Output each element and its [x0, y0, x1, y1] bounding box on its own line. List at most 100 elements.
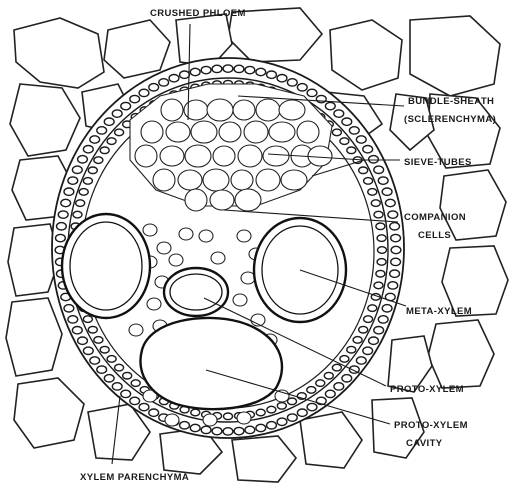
sclerenchyma-cell	[76, 200, 85, 207]
sclerenchyma-cell	[107, 356, 116, 363]
sclerenchyma-cell	[382, 188, 392, 195]
sclerenchyma-cell	[97, 127, 107, 134]
parenchyma-cell	[104, 20, 170, 78]
sclerenchyma-cell	[180, 422, 190, 429]
sclerenchyma-cell	[191, 409, 200, 416]
parenchyma-cell	[300, 412, 362, 468]
sclerenchyma-cell	[363, 347, 373, 354]
sclerenchyma-cell	[369, 337, 379, 344]
sclerenchyma-cell	[371, 200, 380, 207]
label-proto-xylem: PROTO-XYLEM	[390, 384, 464, 395]
parenchyma-cell	[330, 20, 402, 90]
sclerenchyma-cell	[180, 71, 190, 78]
sieve-tube-cell	[178, 170, 202, 190]
sclerenchyma-cell	[256, 68, 266, 75]
parenchyma-cell	[428, 320, 494, 388]
sclerenchyma-cell	[97, 366, 107, 373]
sclerenchyma-cell	[121, 390, 131, 397]
sieve-tube-cell	[238, 145, 262, 167]
sclerenchyma-cell	[287, 79, 297, 86]
label-proto-xylem-cavity-line1: PROTO-XYLEM	[394, 420, 468, 431]
xylem-parenchyma-cell	[169, 254, 183, 266]
sieve-tube-cell	[256, 169, 280, 191]
sclerenchyma-cell	[130, 95, 140, 102]
sieve-tube-cell	[256, 99, 280, 121]
sieve-tube-cell	[160, 146, 184, 166]
xylem-parenchyma-cell	[237, 412, 251, 424]
sclerenchyma-cell	[83, 347, 93, 354]
sclerenchyma-cell	[245, 426, 255, 433]
parenchyma-cell	[232, 436, 296, 482]
sclerenchyma-cell	[340, 138, 349, 145]
sclerenchyma-cell	[391, 258, 401, 265]
sclerenchyma-cell	[324, 372, 333, 379]
sieve-tube-cell	[244, 121, 268, 143]
sclerenchyma-cell	[94, 337, 103, 344]
xylem-parenchyma-cell	[203, 414, 217, 426]
xylem-parenchyma-cell	[237, 230, 251, 242]
sclerenchyma-cell	[159, 79, 169, 86]
sieve-tube-cell	[235, 189, 261, 211]
sieve-tube-cell	[308, 146, 332, 166]
sclerenchyma-cell	[267, 406, 276, 413]
sclerenchyma-cell	[90, 136, 100, 143]
xylem-parenchyma-cell	[157, 242, 171, 254]
sclerenchyma-cell	[307, 403, 317, 410]
sclerenchyma-cell	[224, 413, 233, 420]
sieve-tube-cell	[207, 99, 233, 121]
sclerenchyma-cell	[359, 326, 368, 333]
label-xylem-parenchyma: XYLEM PARENCHYMA	[80, 472, 189, 483]
label-companion-cells-line2: CELLS	[418, 230, 451, 241]
xylem-parenchyma-cell	[199, 230, 213, 242]
sclerenchyma-cell	[121, 102, 131, 109]
sclerenchyma-cell	[139, 89, 149, 96]
label-companion-cells-line1: COMPANION	[404, 212, 466, 223]
sclerenchyma-cell	[78, 156, 88, 163]
xylem-parenchyma-cell	[143, 224, 157, 236]
sclerenchyma-cell	[88, 326, 97, 333]
sclerenchyma-cell	[68, 316, 78, 323]
sclerenchyma-cell	[390, 223, 400, 230]
sclerenchyma-cell	[100, 147, 109, 154]
sclerenchyma-cell	[374, 166, 384, 173]
sclerenchyma-cell	[359, 167, 368, 174]
sclerenchyma-cell	[277, 418, 287, 425]
sclerenchyma-cell	[307, 89, 317, 96]
sieve-tube-cell	[279, 100, 305, 120]
parenchyma-cell	[10, 84, 80, 156]
sclerenchyma-cell	[212, 427, 222, 434]
sclerenchyma-cell	[115, 129, 124, 136]
sclerenchyma-cell	[376, 270, 385, 277]
sclerenchyma-cell	[88, 167, 97, 174]
sclerenchyma-cell	[288, 398, 297, 405]
sclerenchyma-cell	[94, 157, 103, 164]
sclerenchyma-cell	[131, 380, 140, 387]
sclerenchyma-cell	[391, 234, 401, 241]
sclerenchyma-cell	[223, 65, 233, 72]
sclerenchyma-cell	[72, 166, 82, 173]
sclerenchyma-cell	[256, 424, 266, 431]
sclerenchyma-cell	[149, 409, 159, 416]
label-crushed-phloem: CRUSHED PHLOEM	[150, 8, 246, 19]
sclerenchyma-cell	[385, 199, 395, 206]
sieve-tube-cell	[231, 170, 253, 190]
sclerenchyma-cell	[377, 235, 386, 242]
sclerenchyma-cell	[58, 211, 68, 218]
sieve-tube-cell	[219, 122, 241, 142]
sclerenchyma-cell	[297, 409, 307, 416]
sclerenchyma-cell	[61, 199, 71, 206]
sclerenchyma-cell	[368, 305, 377, 312]
sclerenchyma-cell	[79, 189, 88, 196]
sclerenchyma-cell	[325, 390, 335, 397]
sieve-tube-cell	[210, 190, 234, 210]
sieve-tube-cell	[191, 121, 217, 143]
sclerenchyma-cell	[378, 247, 387, 254]
sclerenchyma-cell	[369, 156, 379, 163]
sclerenchyma-cell	[115, 364, 124, 371]
sclerenchyma-cell	[378, 177, 388, 184]
sclerenchyma-cell	[68, 177, 78, 184]
sclerenchyma-cell	[277, 75, 287, 82]
sclerenchyma-cell	[347, 147, 356, 154]
sclerenchyma-cell	[297, 84, 307, 91]
